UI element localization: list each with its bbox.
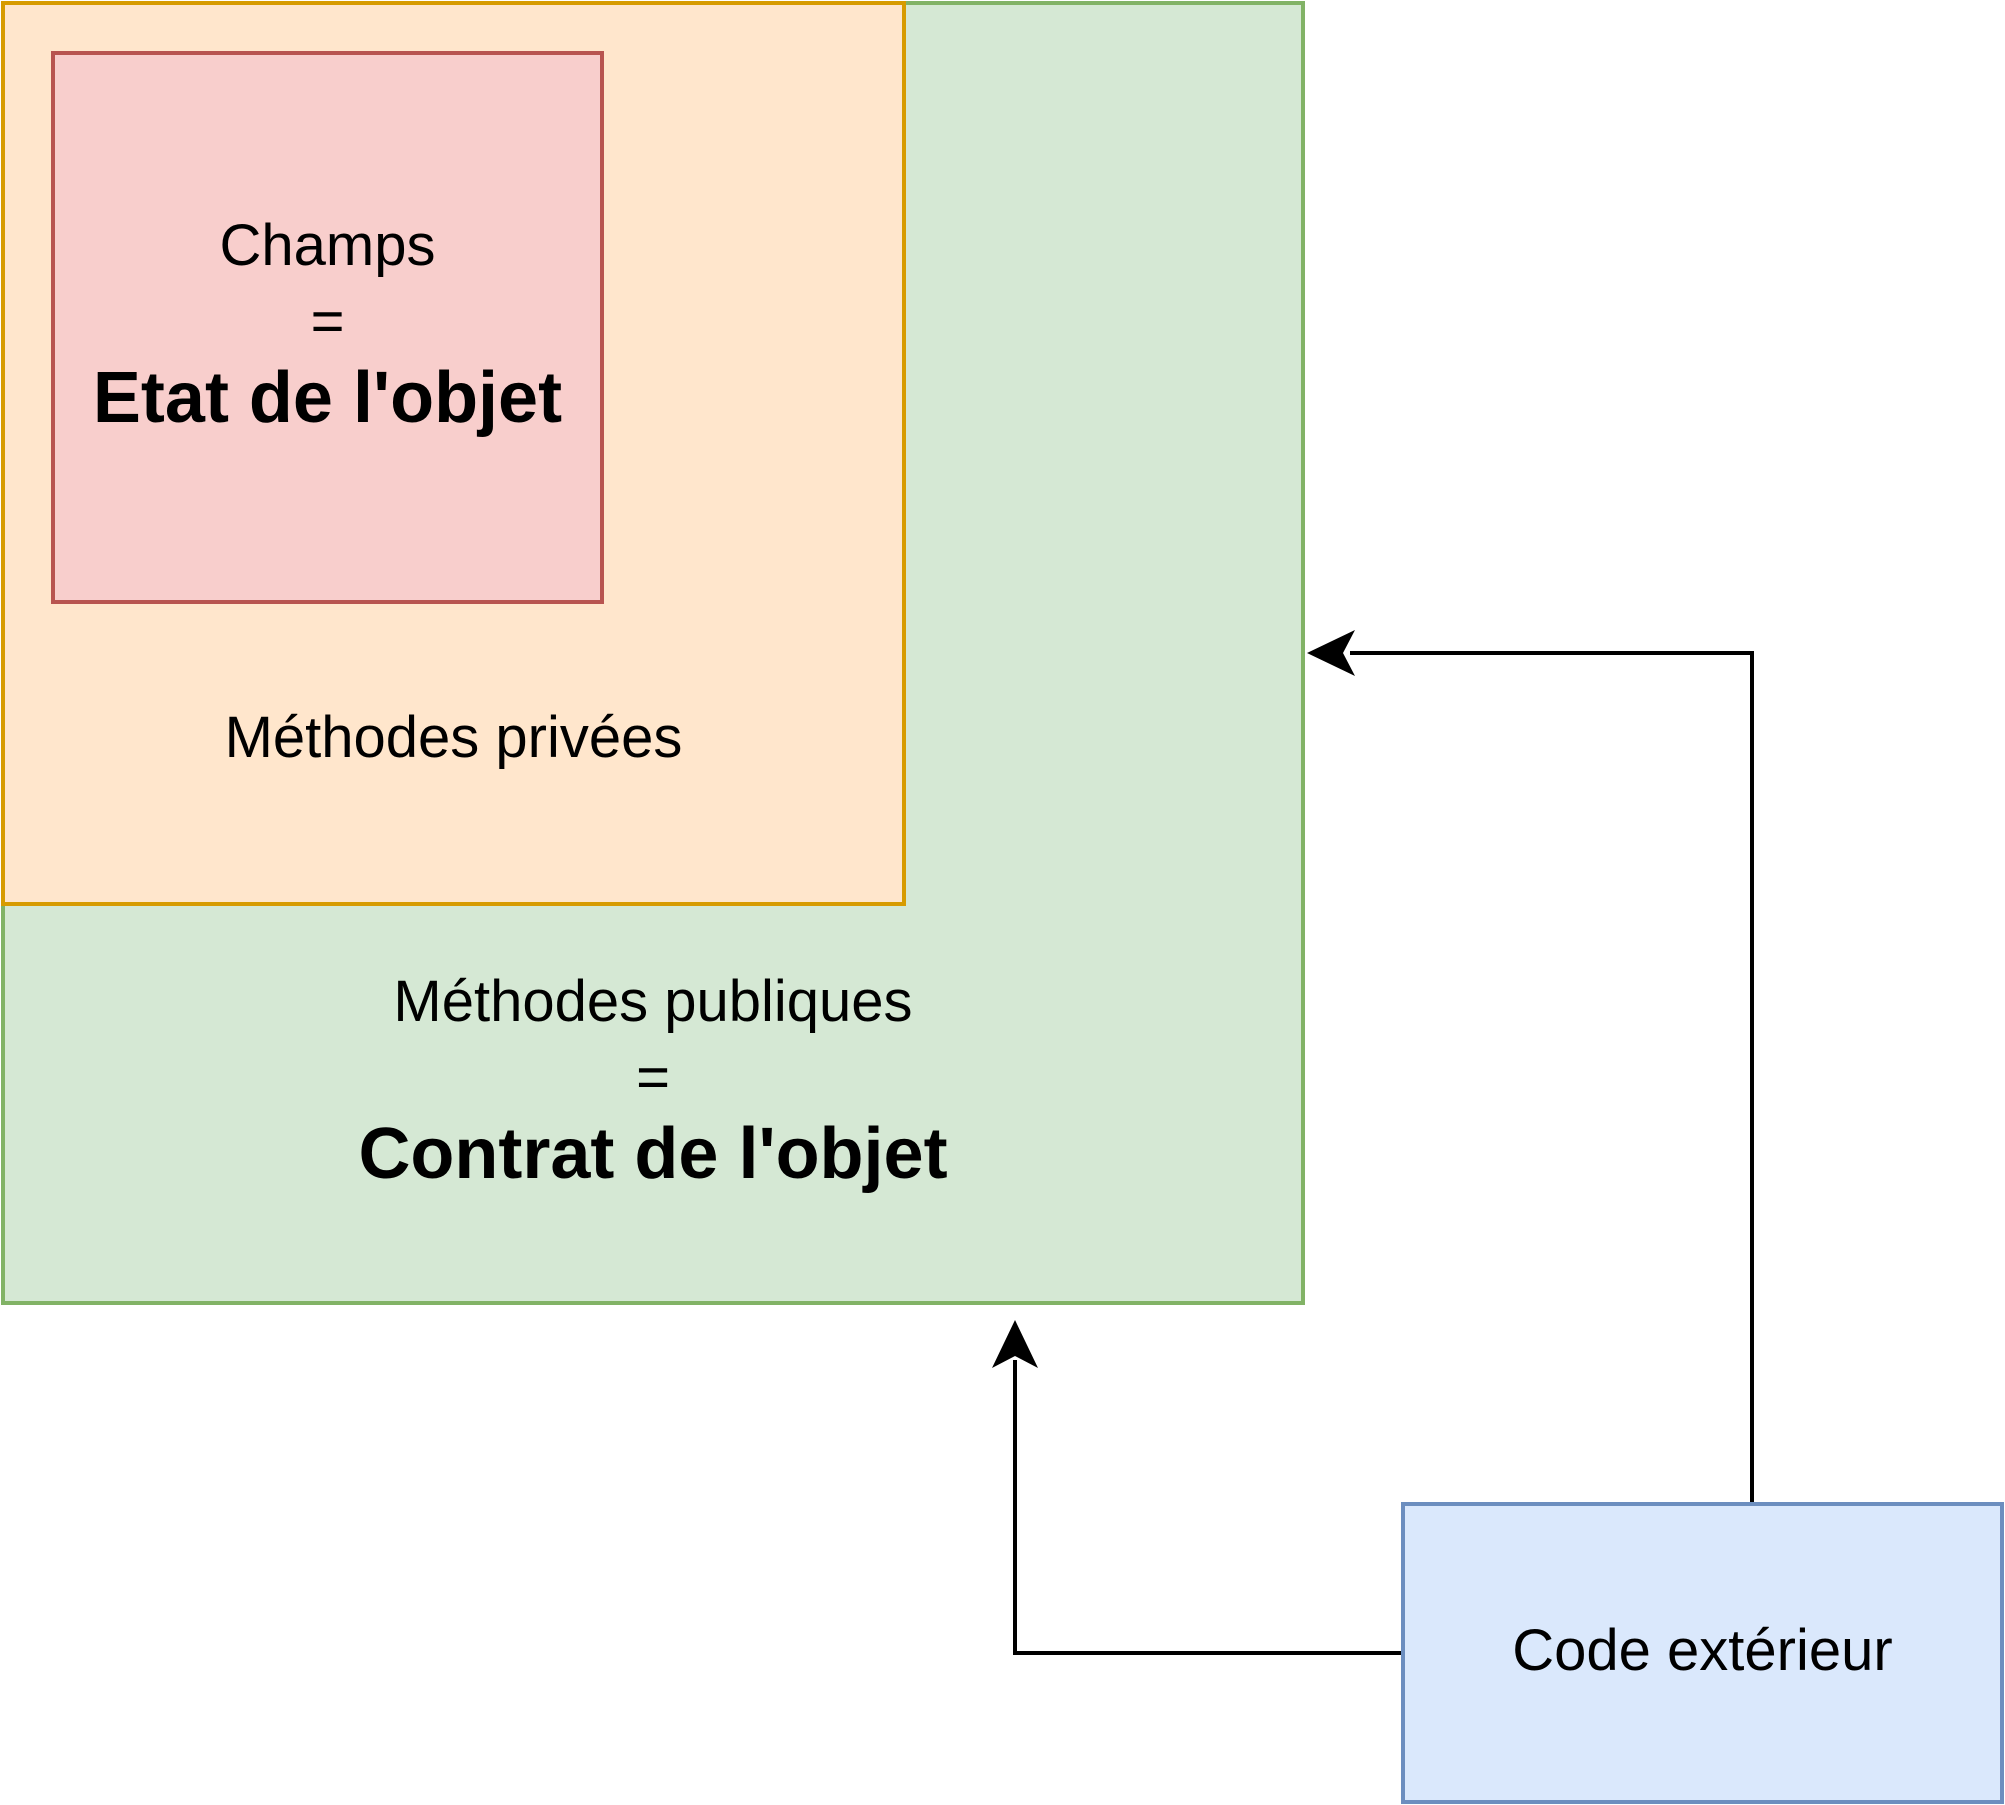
fields-meaning: Etat de l'objet — [92, 358, 563, 438]
arrow-head-left-icon — [1307, 630, 1355, 676]
external-code-label: Code extérieur — [1512, 1618, 1893, 1683]
edge-external-to-side[interactable] — [1307, 630, 1754, 1502]
arrow-head-up-icon — [992, 1320, 1038, 1368]
public-methods-label: Méthodes publiques = Contrat de l'objet — [1, 964, 1305, 1192]
fields-box[interactable] — [51, 51, 604, 604]
public-methods-equals: = — [636, 1045, 670, 1110]
public-methods-meaning: Contrat de l'objet — [358, 1114, 948, 1194]
private-methods-label: Méthodes privées — [224, 705, 683, 770]
fields-title: Champs — [219, 213, 436, 278]
public-methods-title: Méthodes publiques — [393, 969, 913, 1034]
connector-line-external-side[interactable] — [1350, 651, 1754, 1502]
connector-line-external-bottom[interactable] — [1013, 1360, 1401, 1655]
edge-external-to-bottom[interactable] — [992, 1320, 1401, 1655]
fields-label: Champs = Etat de l'objet — [51, 208, 604, 436]
fields-equals: = — [310, 289, 345, 354]
external-code-box[interactable] — [1401, 1502, 2004, 1804]
